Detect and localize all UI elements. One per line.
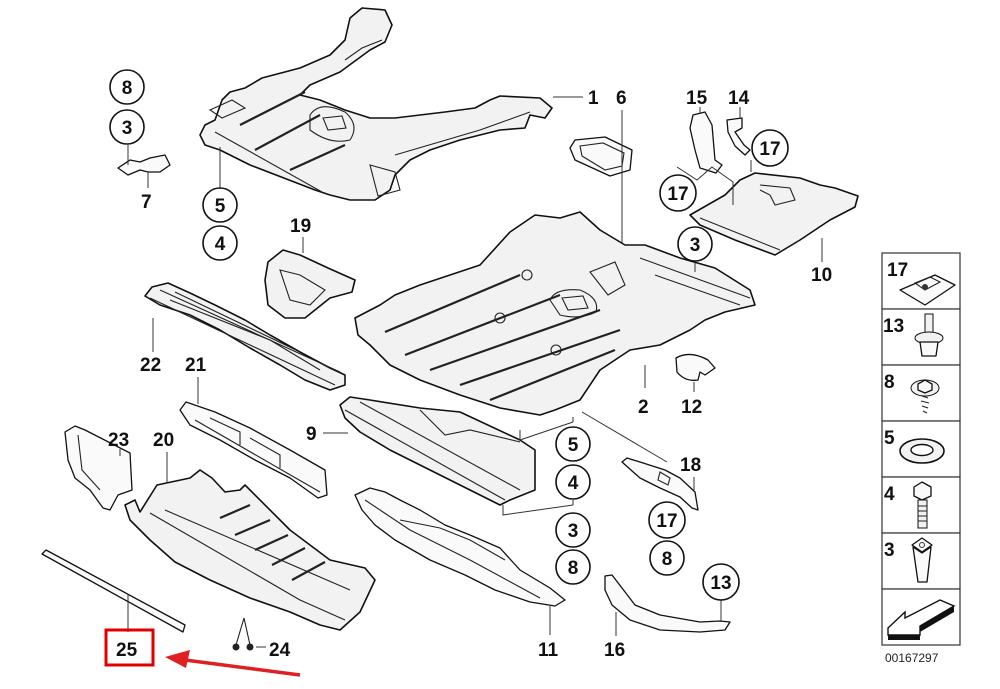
expanding-rivet-icon (914, 313, 944, 357)
part-22-air-duct[interactable] (144, 282, 346, 391)
part-23-deflector[interactable] (64, 425, 133, 511)
callout-5b[interactable]: 5 (555, 426, 591, 462)
svg-text:3: 3 (884, 540, 895, 561)
callout-3c[interactable]: 3 (555, 512, 591, 548)
part-2-main-underbody-shield[interactable] (354, 211, 756, 416)
diagram-code: 00167297 (885, 651, 939, 665)
label-part-25[interactable]: 25 (116, 640, 138, 661)
label-part-14[interactable]: 14 (728, 88, 750, 109)
part-9-air-duct[interactable] (339, 396, 536, 506)
leader-17a (676, 166, 734, 205)
callout-8b[interactable]: 8 (555, 549, 591, 585)
callout-3b[interactable]: 3 (677, 226, 713, 262)
label-part-22[interactable]: 22 (140, 355, 161, 376)
label-part-1[interactable]: 1 (588, 88, 599, 109)
label-part-10[interactable]: 10 (811, 265, 832, 286)
svg-text:3: 3 (690, 235, 701, 256)
part-16-arch-trim[interactable] (604, 574, 731, 633)
hex-bolt-icon (913, 481, 932, 529)
svg-text:5: 5 (215, 196, 226, 217)
legend-row-direction[interactable] (881, 588, 961, 646)
svg-text:8: 8 (662, 549, 673, 570)
screw-with-washer-icon (910, 379, 940, 414)
svg-text:8: 8 (568, 558, 579, 579)
legend-row-17[interactable]: 17 (881, 252, 961, 310)
label-part-12[interactable]: 12 (681, 397, 702, 418)
label-part-6[interactable]: 6 (616, 88, 627, 109)
part-14-bracket[interactable] (726, 117, 751, 156)
part-7-bracket[interactable] (117, 154, 171, 176)
svg-text:3: 3 (122, 118, 133, 139)
label-part-23[interactable]: 23 (108, 430, 129, 451)
callout-17c[interactable]: 17 (648, 501, 686, 539)
part-20-front-shield[interactable] (124, 469, 376, 631)
part-24-clips[interactable] (232, 617, 254, 651)
part-15-bracket[interactable] (689, 111, 723, 174)
callout-3a[interactable]: 3 (109, 109, 145, 145)
red-arrow-annotation (165, 650, 301, 677)
label-part-15[interactable]: 15 (686, 88, 708, 109)
label-part-24[interactable]: 24 (269, 640, 291, 661)
callout-13[interactable]: 13 (702, 563, 740, 601)
callout-8a[interactable]: 8 (109, 69, 145, 105)
clip-nut-icon (899, 274, 956, 306)
svg-text:3: 3 (568, 521, 579, 542)
label-part-21[interactable]: 21 (185, 355, 207, 376)
legend-row-13[interactable]: 13 (881, 308, 961, 366)
legend-row-4[interactable]: 4 (881, 476, 961, 534)
leader-3c (502, 500, 574, 516)
label-part-2[interactable]: 2 (638, 397, 649, 418)
part-1-front-shield[interactable] (199, 7, 553, 201)
legend-row-3[interactable]: 3 (881, 532, 961, 590)
nut-clip-icon (911, 537, 933, 583)
svg-text:4: 4 (215, 234, 226, 255)
part-6-bracket[interactable] (569, 136, 633, 177)
svg-text:17: 17 (759, 139, 780, 160)
callout-4b[interactable]: 4 (555, 464, 591, 500)
label-part-11[interactable]: 11 (538, 640, 559, 661)
svg-text:5: 5 (884, 428, 895, 449)
callout-5a[interactable]: 5 (202, 187, 238, 223)
svg-text:8: 8 (884, 372, 895, 393)
callout-8c[interactable]: 8 (649, 540, 685, 576)
part-19-bracket[interactable] (264, 249, 356, 319)
svg-text:17: 17 (887, 260, 908, 281)
washer-icon (899, 438, 945, 464)
direction-arrow-icon (887, 599, 956, 640)
label-part-16[interactable]: 16 (604, 640, 625, 661)
part-11-spoiler[interactable] (354, 487, 566, 607)
part-25-edge-protection-strip[interactable] (41, 549, 186, 633)
leader-18 (581, 411, 668, 463)
callout-17a[interactable]: 17 (751, 129, 789, 167)
legend-row-8[interactable]: 8 (881, 364, 961, 422)
part-10-side-panel[interactable] (689, 172, 859, 256)
callout-4a[interactable]: 4 (202, 225, 238, 261)
part-18-bracket[interactable] (621, 457, 699, 511)
svg-text:8: 8 (122, 78, 133, 99)
callout-17b[interactable]: 17 (659, 174, 697, 212)
svg-text:4: 4 (568, 473, 579, 494)
svg-text:5: 5 (568, 435, 579, 456)
label-part-7[interactable]: 7 (141, 192, 152, 213)
leader-5b (519, 417, 574, 441)
svg-text:13: 13 (883, 316, 904, 337)
part-12-cover[interactable] (675, 353, 716, 381)
legend-row-5[interactable]: 5 (881, 420, 961, 478)
highlight-box (104, 628, 155, 667)
label-part-9[interactable]: 9 (306, 424, 317, 445)
label-part-20[interactable]: 20 (153, 430, 174, 451)
svg-text:13: 13 (710, 573, 731, 594)
fastener-legend: 17 13 8 (881, 252, 961, 665)
svg-text:17: 17 (667, 184, 688, 205)
svg-text:4: 4 (884, 484, 895, 505)
label-part-19[interactable]: 19 (290, 216, 311, 237)
part-21-cross-member[interactable] (179, 401, 328, 499)
label-part-18[interactable]: 18 (680, 455, 701, 476)
svg-text:17: 17 (656, 511, 677, 532)
